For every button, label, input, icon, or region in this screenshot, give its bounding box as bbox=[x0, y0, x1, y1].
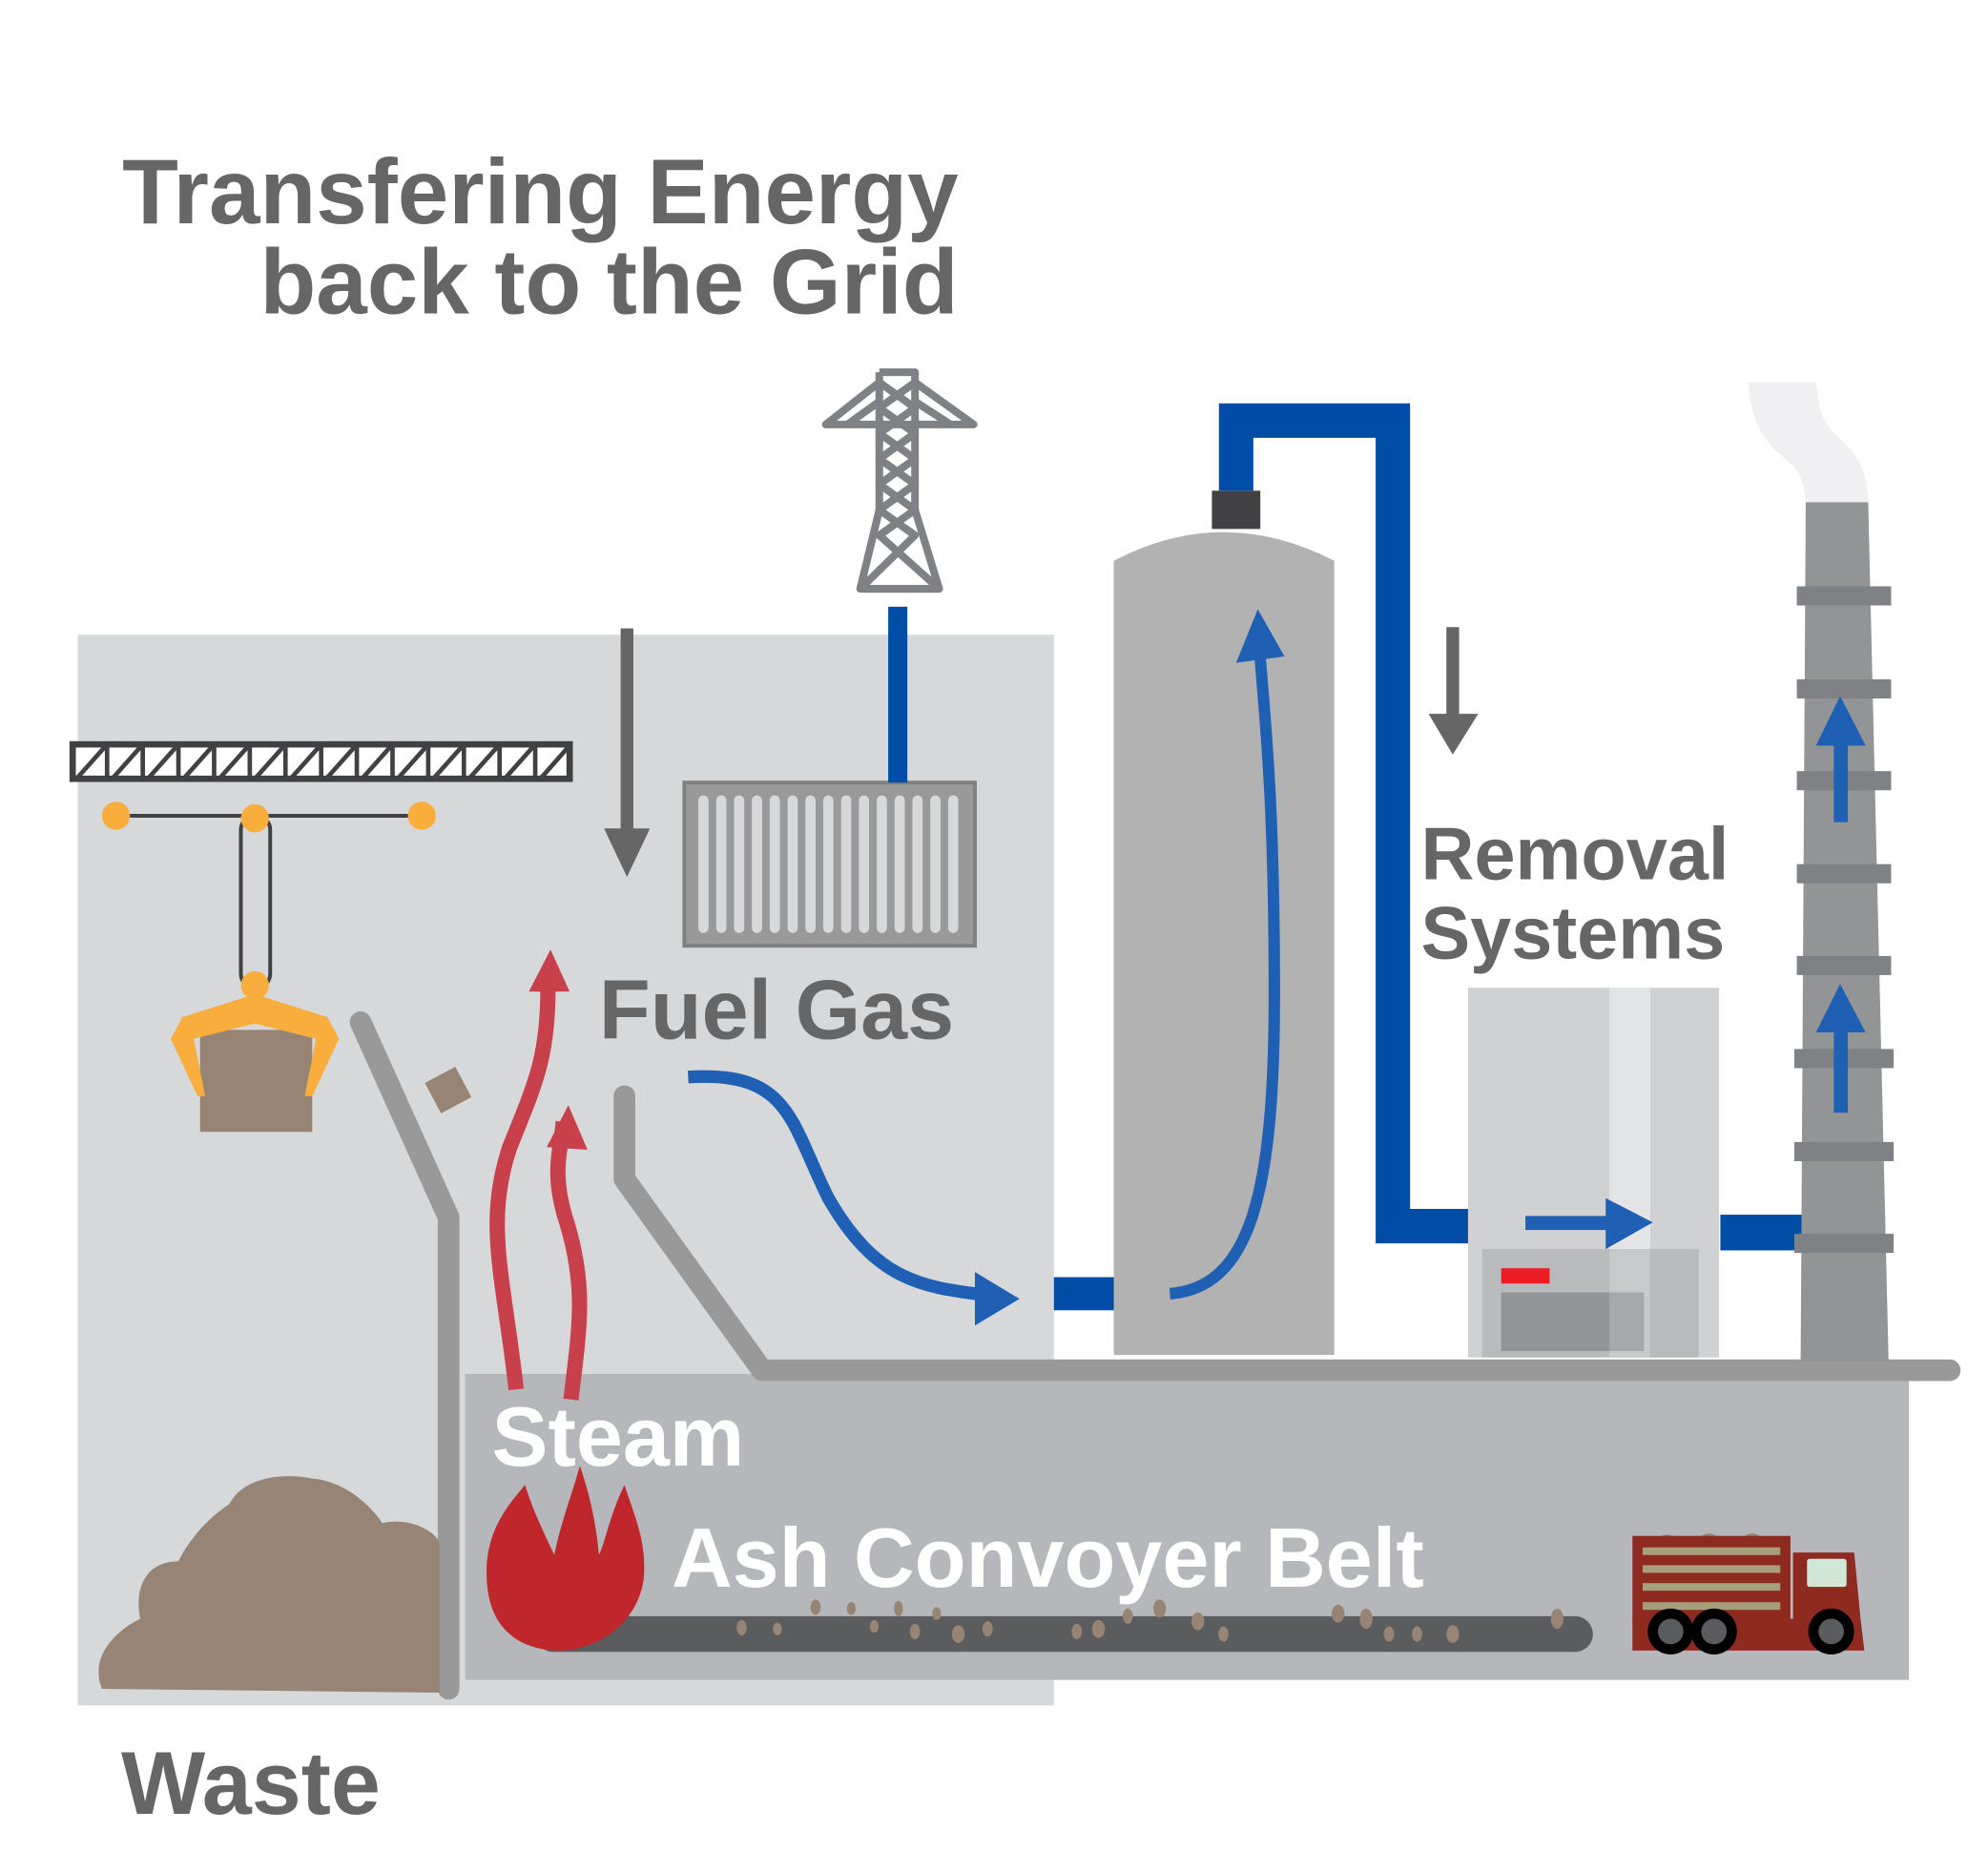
falling-waste-block bbox=[425, 1067, 472, 1113]
fuel-gas-label: Fuel Gas bbox=[599, 963, 954, 1057]
crane-icon bbox=[69, 740, 573, 1133]
flame-icon bbox=[487, 1466, 645, 1651]
grid-cable bbox=[888, 606, 908, 783]
removal-systems-label-1: Removal bbox=[1421, 814, 1729, 896]
feed-chute bbox=[349, 1011, 460, 1700]
steam-label: Steam bbox=[492, 1389, 745, 1484]
radiator-icon bbox=[682, 780, 977, 948]
steam-arrowhead bbox=[528, 949, 570, 992]
ash-conveyor-label: Ash Convoyer Belt bbox=[672, 1510, 1424, 1605]
truck-icon bbox=[1632, 1533, 1865, 1654]
waste-label: Waste bbox=[121, 1733, 381, 1833]
removal-systems-label-2: Systems bbox=[1421, 893, 1726, 975]
down-arrow-icon bbox=[604, 628, 651, 878]
down-arrow-icon bbox=[1428, 627, 1479, 755]
ash-particles bbox=[736, 1599, 1564, 1643]
power-pylon-icon bbox=[821, 368, 978, 593]
fuel-gas-flow-arrow bbox=[687, 1070, 995, 1303]
conveyor-belt bbox=[535, 1615, 1593, 1653]
title-line-1: Transfering Energy bbox=[122, 141, 959, 243]
tank-inlet-pipe bbox=[1053, 1277, 1115, 1311]
chimney-inlet-pipe bbox=[1720, 1215, 1804, 1251]
steam-arrows-icon bbox=[489, 988, 588, 1401]
tank-flow-arrow bbox=[1169, 643, 1280, 1300]
steam-arrowhead bbox=[547, 1105, 588, 1150]
removal-pipe bbox=[1218, 403, 1472, 1244]
floor-rail bbox=[613, 1085, 1961, 1382]
up-arrow-icon bbox=[1815, 696, 1866, 1113]
waste-pile-icon bbox=[98, 1476, 440, 1694]
fuel-gas-arrowhead bbox=[974, 1272, 1020, 1326]
title-line-2: back to the Grid bbox=[260, 232, 959, 334]
tank-arrowhead bbox=[1235, 609, 1285, 663]
smokestack-icon bbox=[1748, 382, 1895, 1362]
filter-unit-icon bbox=[1467, 988, 1720, 1358]
right-arrow-icon bbox=[1525, 1197, 1653, 1250]
tank-icon bbox=[1113, 490, 1335, 1356]
